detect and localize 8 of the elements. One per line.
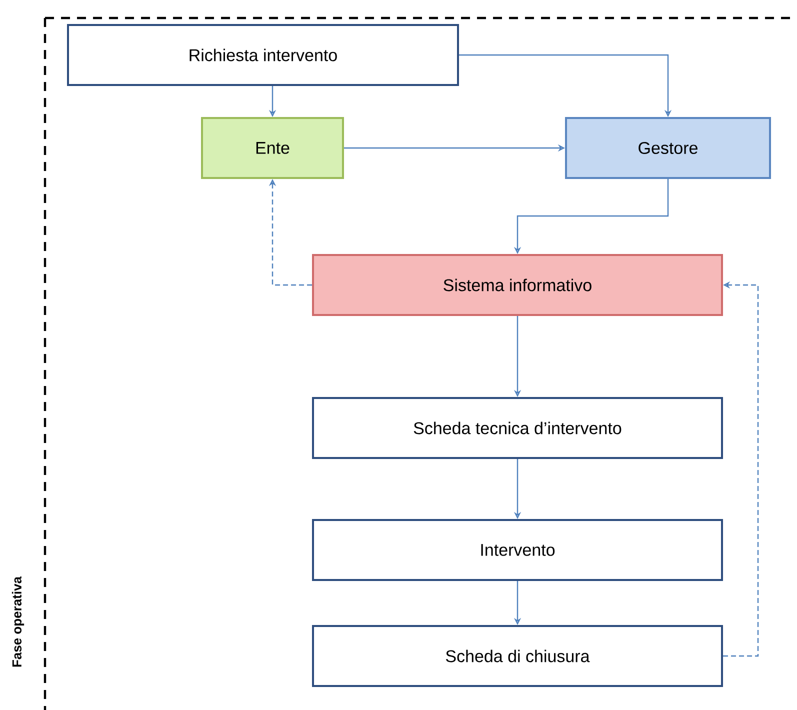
frame-title: Fase operativa bbox=[12, 576, 24, 667]
process-box: Ente bbox=[201, 117, 344, 179]
process-box: Richiesta intervento bbox=[67, 24, 459, 86]
process-box: Intervento bbox=[312, 519, 723, 581]
process-box: Scheda tecnica d’intervento bbox=[312, 397, 723, 459]
process-box: Scheda di chiusura bbox=[312, 625, 723, 687]
process-box: Gestore bbox=[565, 117, 771, 179]
process-box: Sistema informativo bbox=[312, 254, 723, 316]
